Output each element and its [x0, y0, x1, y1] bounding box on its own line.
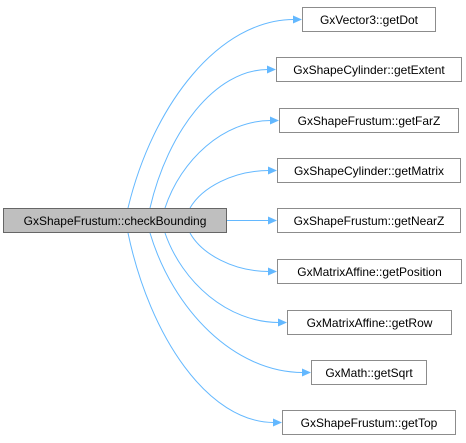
call-edge: [127, 232, 275, 423]
arrowhead: [270, 116, 279, 125]
arrowhead: [268, 267, 277, 276]
call-edge: [127, 19, 295, 209]
call-edge: [149, 232, 304, 373]
arrowhead: [278, 318, 287, 327]
callee-node-get-sqrt[interactable]: GxMath::getSqrt: [311, 360, 427, 385]
callee-node-get-far-z[interactable]: GxShapeFrustum::getFarZ: [279, 108, 459, 133]
callee-node-get-matrix[interactable]: GxShapeCylinder::getMatrix: [277, 158, 461, 183]
arrowhead: [268, 166, 277, 175]
arrowhead: [268, 216, 277, 225]
call-edge: [189, 232, 270, 272]
call-edge: [149, 69, 269, 209]
root-function-node[interactable]: GxShapeFrustum::checkBounding: [3, 208, 227, 233]
callee-label: GxVector3::getDot: [319, 12, 419, 27]
callee-label: GxShapeFrustum::getNearZ: [293, 213, 445, 228]
arrowhead: [273, 418, 282, 427]
callee-node-get-row[interactable]: GxMatrixAffine::getRow: [287, 310, 452, 335]
callee-node-get-extent[interactable]: GxShapeCylinder::getExtent: [276, 57, 462, 82]
call-edge: [164, 120, 272, 209]
callee-label: GxMatrixAffine::getPosition: [297, 264, 442, 279]
callee-node-get-dot[interactable]: GxVector3::getDot: [302, 7, 436, 32]
arrowhead: [293, 15, 302, 24]
arrowhead: [302, 368, 311, 377]
callee-node-get-near-z[interactable]: GxShapeFrustum::getNearZ: [277, 208, 461, 233]
callee-label: GxShapeFrustum::getTop: [300, 415, 438, 430]
arrowhead: [267, 65, 276, 74]
callee-node-get-top[interactable]: GxShapeFrustum::getTop: [282, 410, 456, 435]
call-edge: [164, 232, 280, 323]
callee-label: GxMath::getSqrt: [325, 365, 413, 380]
callee-label: GxShapeCylinder::getExtent: [293, 62, 445, 77]
callee-node-get-position[interactable]: GxMatrixAffine::getPosition: [277, 259, 462, 284]
callee-label: GxMatrixAffine::getRow: [306, 315, 433, 330]
callee-label: GxShapeCylinder::getMatrix: [293, 163, 445, 178]
root-function-label: GxShapeFrustum::checkBounding: [23, 213, 207, 228]
call-edge: [189, 170, 270, 209]
callee-label: GxShapeFrustum::getFarZ: [297, 113, 441, 128]
